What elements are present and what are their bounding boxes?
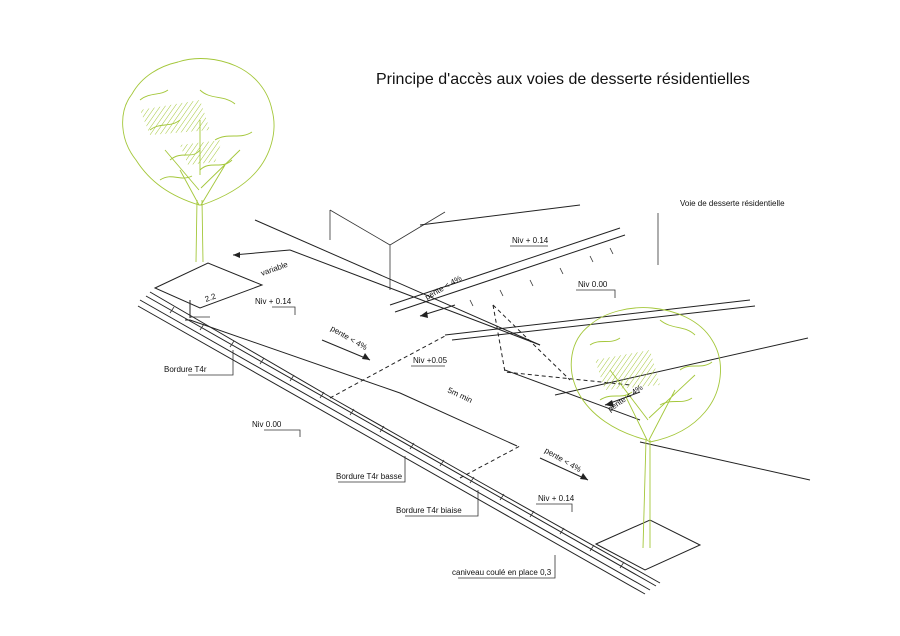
label-variable: variable [260, 260, 290, 278]
diagram-title: Principe d'accès aux voies de desserte r… [376, 71, 750, 88]
tree-pit-left [153, 262, 264, 309]
label-pente-top: pente < 4% [424, 274, 464, 302]
label-pente-mid: pente < 4% [329, 324, 369, 352]
label-voie-desserte: Voie de desserte résidentielle [680, 199, 785, 208]
label-niv-014-left: Niv + 0.14 [255, 297, 292, 306]
tree-icon [122, 58, 275, 263]
label-bordure-basse: Bordure T4r basse [336, 472, 403, 481]
label-caniveau: caniveau coulé en place 0,3 [452, 568, 552, 577]
label-niv-000-left: Niv 0.00 [252, 420, 282, 429]
tree-icon [570, 307, 721, 549]
label-bordure-t4r: Bordure T4r [164, 365, 207, 374]
label-bordure-biaise: Bordure T4r biaise [396, 506, 462, 515]
label-5m-min: 5m min [446, 386, 474, 405]
tree-pit-right [594, 519, 702, 571]
label-niv-014-top: Niv + 0.14 [512, 236, 549, 245]
label-niv-000-right: Niv 0.00 [578, 280, 608, 289]
label-dim-2-2: 2.2 [204, 291, 218, 303]
label-pente-bottom: pente < 4% [543, 446, 583, 474]
building-corner [329, 209, 446, 290]
label-niv-014-bottom: Niv + 0.14 [538, 494, 575, 503]
label-niv-005: Niv +0.05 [413, 356, 448, 365]
